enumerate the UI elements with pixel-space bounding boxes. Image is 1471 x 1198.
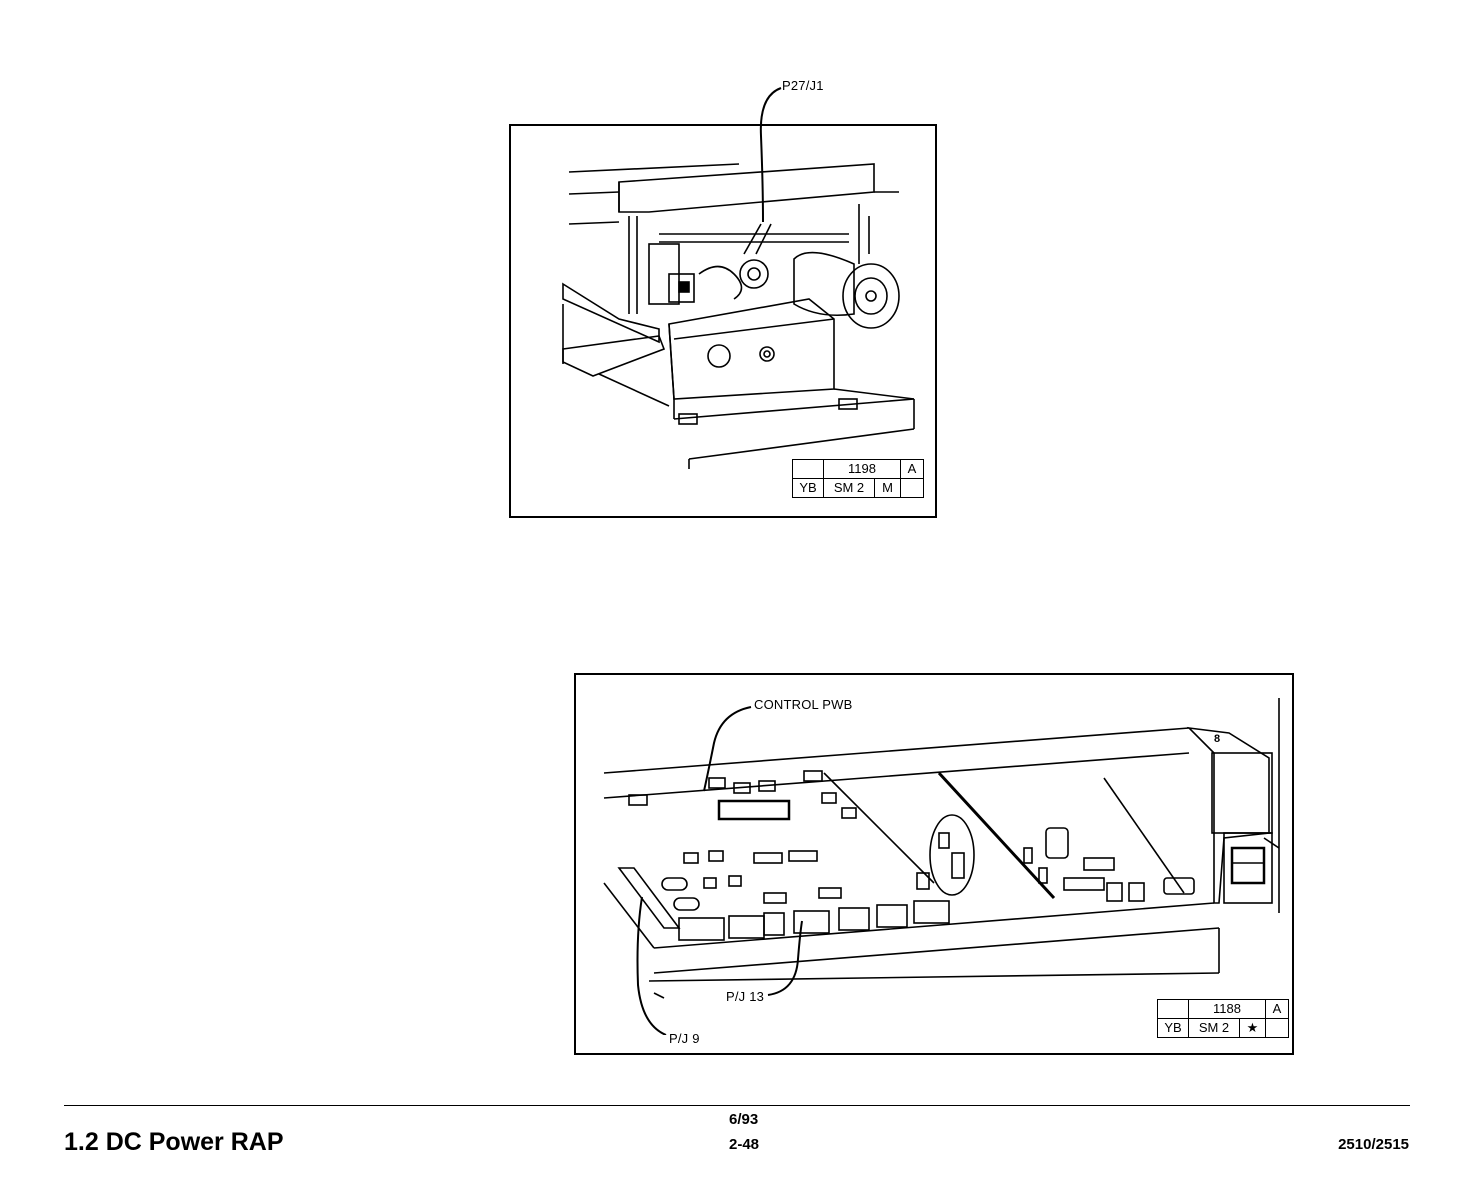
callout-pj13: P/J 13	[726, 989, 764, 1004]
footer-date: 6/93	[729, 1111, 758, 1128]
tag-cell	[901, 479, 924, 498]
leader-line-control-pwb	[696, 703, 756, 793]
tag-revision: A	[1266, 1000, 1289, 1019]
callout-bracket: 8	[1214, 733, 1220, 745]
tag-cell: ★	[1239, 1019, 1265, 1038]
control-pwb-illustration	[574, 673, 1294, 1055]
tag-cell: M	[874, 479, 900, 498]
figure-top: P27/J1 1198 A YB SM 2 M	[509, 124, 937, 518]
tag-cell: YB	[1158, 1019, 1189, 1038]
tag-figure-number: 1188	[1189, 1000, 1266, 1019]
leader-line-p27-j1	[749, 86, 789, 226]
footer-page-number: 2-48	[729, 1136, 759, 1153]
figure-tag-top: 1198 A YB SM 2 M	[792, 459, 924, 498]
footer-section-title: 1.2 DC Power RAP	[64, 1128, 284, 1157]
leader-line-pj9	[632, 895, 672, 1035]
footer-rule	[64, 1105, 1410, 1106]
tag-cell	[793, 460, 824, 479]
figure-bottom: CONTROL PWB 8 P/J 13 P/J 9 1188 A YB SM …	[574, 673, 1294, 1055]
tag-cell: SM 2	[1189, 1019, 1240, 1038]
tag-cell: SM 2	[824, 479, 875, 498]
tag-figure-number: 1198	[824, 460, 901, 479]
callout-pj9: P/J 9	[669, 1031, 700, 1046]
footer-model-number: 2510/2515	[1338, 1136, 1409, 1153]
leader-line-pj13	[766, 919, 806, 999]
tag-cell: YB	[793, 479, 824, 498]
tag-revision: A	[901, 460, 924, 479]
tag-cell	[1158, 1000, 1189, 1019]
callout-control-pwb: CONTROL PWB	[754, 697, 853, 712]
figure-tag-bottom: 1188 A YB SM 2 ★	[1157, 999, 1289, 1038]
tag-cell	[1266, 1019, 1289, 1038]
